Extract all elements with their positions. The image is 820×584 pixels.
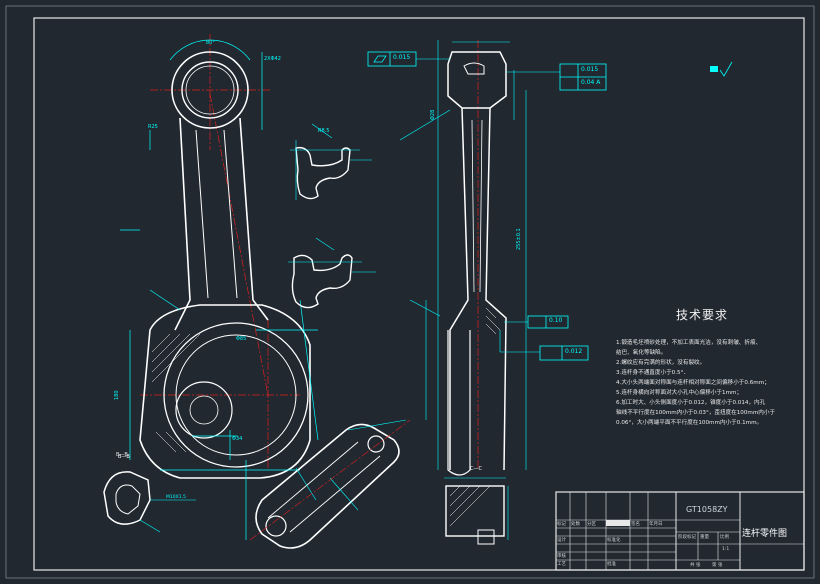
tech-requirement-item: 2.螺纹应有完满的形状，没有裂纹。 [616,360,706,366]
svg-text:Φ85: Φ85 [236,336,246,342]
scale-value: 1:1 [722,547,730,552]
drawing-frame [33,17,805,571]
tech-requirement-item: 4.大小头两端面对称面与连杆相对称面之间偏移小于0.6mm； [616,380,770,386]
tb-label: 第 张 [712,563,723,568]
tolerance-value-1: 0.015 [393,54,411,61]
tech-requirement-item: 3.连杆身不通直度小于0.5°． [616,370,689,376]
svg-text:Φ28: Φ28 [430,110,436,120]
tb-label: 签名 [631,522,640,527]
tolerance-frame-5 [499,330,589,361]
section-profile-lower [288,237,376,309]
title-block [555,491,805,571]
svg-text:180: 180 [114,390,120,400]
tb-label: 批准 [607,562,616,567]
tech-requirement-item: 0.06°，大小两端平面不平行度在100mm内小于0.1mm。 [616,420,763,426]
tb-label: 重量 [700,535,709,540]
section-label-bb: B—B [116,452,128,458]
svg-text:R25: R25 [148,124,158,130]
tb-label: 年月日 [649,522,663,527]
tb-label: 标准化 [607,538,621,543]
tb-label: 阶段标记 [678,535,696,540]
tolerance-value-4: 0.10 [549,317,563,324]
svg-text:C—C: C—C [470,466,482,472]
tech-requirements-title: 技术要求 [676,308,729,322]
roughness-symbol [710,61,733,77]
tech-requirement-item: 轴线不平行度在100mm内小于0.03°，歪扭度在100mm内小于 [616,410,776,416]
svg-text:80°: 80° [206,40,215,46]
drawing-code: GT1058ZY [686,505,728,514]
tech-requirement-item: 6.加工时大、小头侧面度小于0.012，锥度小于0.014，内孔 [616,400,766,406]
tb-label: 工艺 [557,562,566,567]
tb-label: 标记 [557,522,566,527]
tb-label: 处数 [571,522,580,527]
rod-front-view: 80° 2XΦ42 R25 Φ85 Φ34 180 [114,34,319,540]
svg-text:R8.5: R8.5 [318,128,329,134]
tech-requirement-item: 5.连杆身横向对称面对大小孔中心偏移小于1mm； [616,390,743,396]
svg-text:Φ34: Φ34 [232,436,242,442]
part-name: 连杆零件图 [742,529,788,539]
tb-label: 比例 [720,535,729,540]
tolerance-frame-1 [367,51,450,67]
tolerance-value-5: 0.012 [565,348,583,355]
outer-border [5,5,815,579]
tolerance-frame-4 [504,315,569,329]
section-bb: B—B M10X1.5 [103,454,196,533]
tech-requirements-list: 1.锻造毛坯喷砂处理，不加工表面光洁，没有刺皱、折痕、 结巴、氧化等缺陷。 2.… [616,338,808,428]
tolerance-frame-2 [506,63,607,91]
tb-label: 共 张 [690,563,701,568]
tolerance-value-3: 0.04 A [581,79,601,86]
tech-requirement-item: 1.锻造毛坯喷砂处理，不加工表面光洁，没有刺皱、折痕、 [616,340,762,346]
tb-label: 分区 [587,522,596,527]
cap-view [249,419,411,549]
tb-label: 审核 [557,554,566,559]
tb-label: 设计 [557,538,566,543]
section-cc: C—C [444,466,509,545]
tech-requirement-item: 结巴、氧化等缺陷。 [616,350,667,356]
tolerance-value-2: 0.015 [581,66,599,73]
section-profile-upper: R8.5 [290,123,372,200]
svg-text:2XΦ42: 2XΦ42 [264,56,281,62]
svg-text:M10X1.5: M10X1.5 [166,494,186,500]
svg-text:255±0.1: 255±0.1 [516,228,522,250]
svg-text:B—B: B—B [118,454,130,460]
rod-side-view: 255±0.1 Φ28 [399,40,527,476]
